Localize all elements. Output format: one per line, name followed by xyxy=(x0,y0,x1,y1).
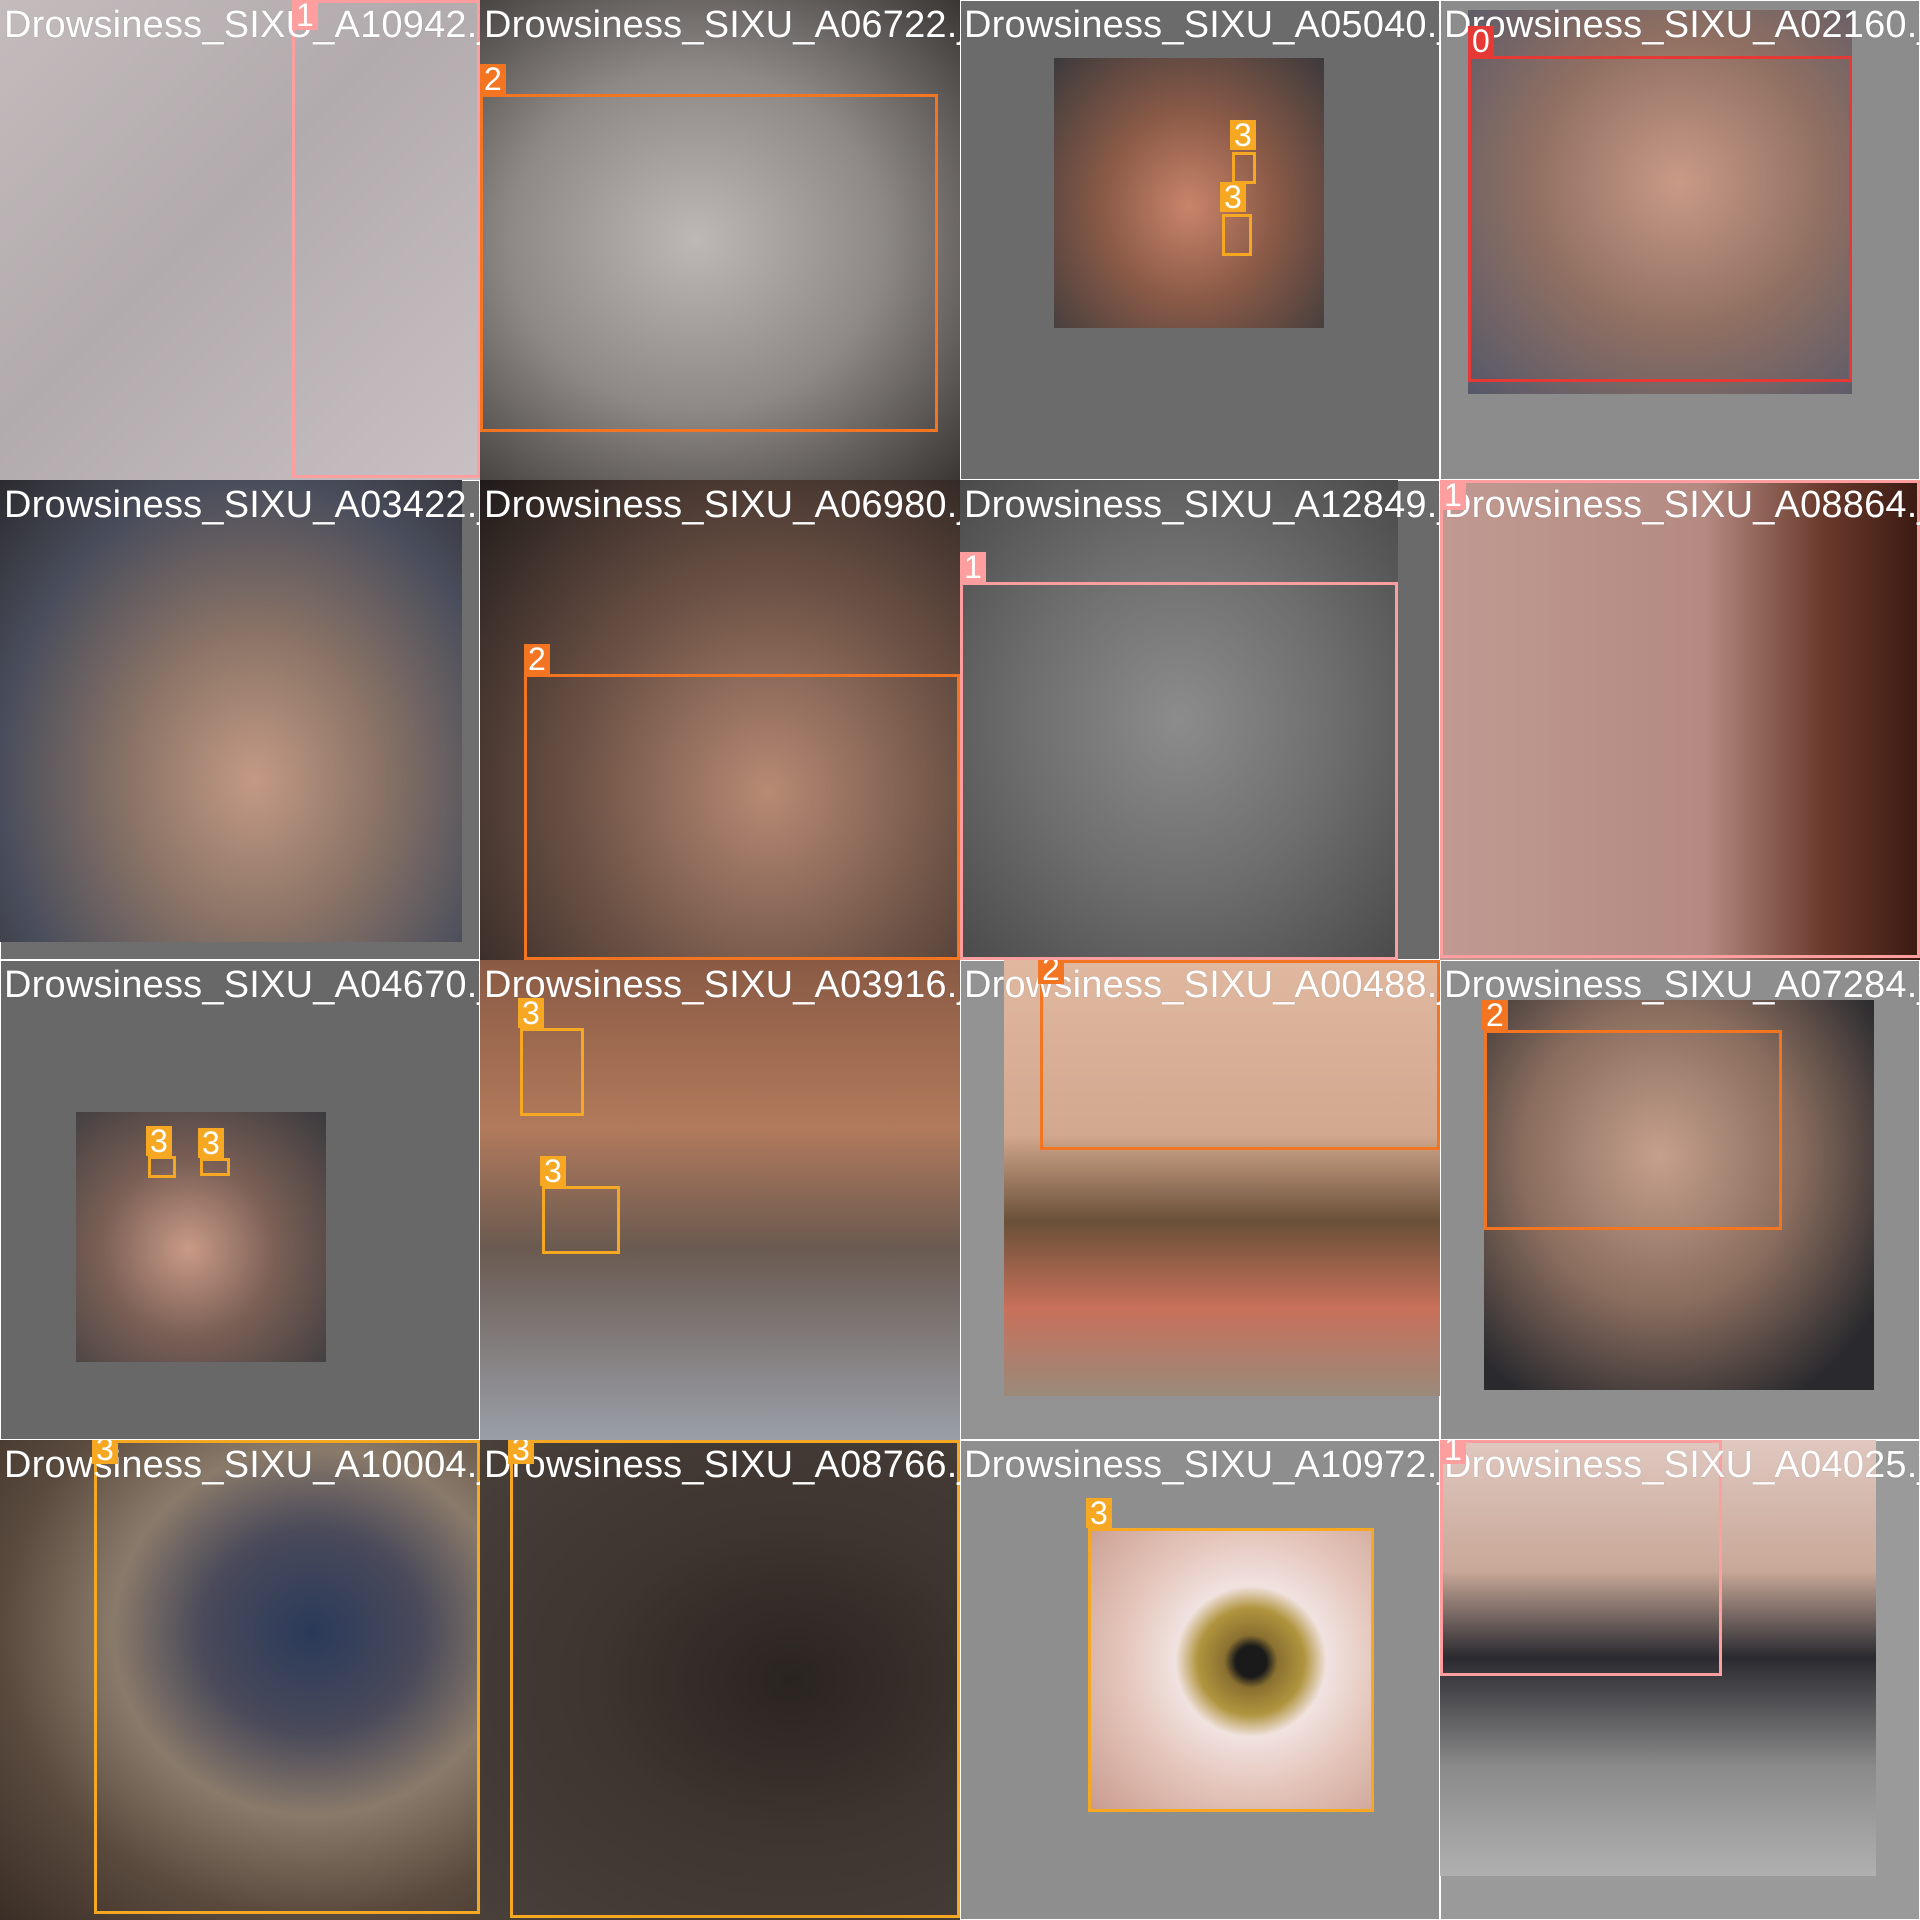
class-label: 3 xyxy=(146,1125,172,1157)
image-tile: 2 Drowsiness_SIXU_A07284.jpg xyxy=(1440,960,1920,1440)
filename-label: Drowsiness_SIXU_A10004.jpg xyxy=(4,1444,480,1486)
filename-label: Drowsiness_SIXU_A04670.jpg xyxy=(4,964,480,1006)
class-label: 3 xyxy=(508,1440,534,1465)
photo xyxy=(0,480,462,942)
filename-label: Drowsiness_SIXU_A06722.jpg xyxy=(484,4,960,46)
filename-label: Drowsiness_SIXU_A00488.jpg xyxy=(964,964,1440,1006)
class-label: 3 xyxy=(1230,119,1256,151)
class-label: 2 xyxy=(1482,999,1508,1031)
image-tile: 2 Drowsiness_SIXU_A06722.jpg xyxy=(480,0,960,480)
photo xyxy=(480,0,960,480)
photo xyxy=(1054,58,1324,328)
photo xyxy=(1440,1440,1876,1876)
class-label: 3 xyxy=(1086,1497,1112,1529)
filename-label: Drowsiness_SIXU_A10972.jpg xyxy=(964,1444,1440,1486)
bounding-box xyxy=(1222,214,1252,256)
filename-label: Drowsiness_SIXU_A04025.jpg xyxy=(1444,1444,1920,1486)
bounding-box xyxy=(510,1440,960,1918)
photo xyxy=(1088,1528,1374,1812)
filename-label: Drowsiness_SIXU_A07284.jpg xyxy=(1444,964,1920,1006)
photo xyxy=(1004,960,1440,1396)
photo xyxy=(0,0,480,480)
image-tile: 2 Drowsiness_SIXU_A06980.jpg xyxy=(480,480,960,960)
image-tile: 2 Drowsiness_SIXU_A00488.jpg xyxy=(960,960,1440,1440)
bounding-box xyxy=(1440,1440,1722,1676)
bounding-box xyxy=(520,1028,584,1116)
image-tile: 3 3 Drowsiness_SIXU_A04670.jpg xyxy=(0,960,480,1440)
class-label: 2 xyxy=(1038,960,1064,985)
bounding-box xyxy=(542,1186,620,1254)
filename-label: Drowsiness_SIXU_A03916.jpg xyxy=(484,964,960,1006)
image-tile: 0 Drowsiness_SIXU_A02160.jpg xyxy=(1440,0,1920,480)
photo xyxy=(480,960,960,1440)
class-label: 0 xyxy=(1468,25,1494,57)
photo xyxy=(1468,10,1852,394)
photo xyxy=(480,480,960,960)
filename-label: Drowsiness_SIXU_A12849.jpg xyxy=(964,484,1440,526)
image-tile: 1 Drowsiness_SIXU_A10942.jpg xyxy=(0,0,480,480)
image-tile: Drowsiness_SIXU_A03422.jpg xyxy=(0,480,480,960)
class-label: 2 xyxy=(524,643,550,675)
class-label: 1 xyxy=(1440,480,1466,511)
bounding-box xyxy=(1040,960,1440,1150)
image-tile: 1 Drowsiness_SIXU_A12849.jpg xyxy=(960,480,1440,960)
filename-label: Drowsiness_SIXU_A05040.jpg xyxy=(964,4,1440,46)
filename-label: Drowsiness_SIXU_A08864.jpg xyxy=(1444,484,1920,526)
image-tile: 3 Drowsiness_SIXU_A10004.jpg xyxy=(0,1440,480,1920)
bounding-box xyxy=(292,0,480,478)
photo xyxy=(1484,1000,1874,1390)
image-tile: 3 Drowsiness_SIXU_A08766.jpg xyxy=(480,1440,960,1920)
class-label: 1 xyxy=(960,551,986,583)
filename-label: Drowsiness_SIXU_A06980.jpg xyxy=(484,484,960,526)
bounding-box xyxy=(1468,56,1852,382)
photo xyxy=(480,1440,960,1920)
bounding-box xyxy=(200,1158,230,1176)
image-tile: 3 3 Drowsiness_SIXU_A03916.jpg xyxy=(480,960,960,1440)
bounding-box xyxy=(1440,480,1920,958)
bounding-box xyxy=(148,1156,176,1178)
image-tile: 1 Drowsiness_SIXU_A04025.jpg xyxy=(1440,1440,1920,1920)
image-tile: 1 Drowsiness_SIXU_A08864.jpg xyxy=(1440,480,1920,960)
bounding-box xyxy=(1484,1030,1782,1230)
bounding-box xyxy=(1088,1528,1374,1812)
filename-label: Drowsiness_SIXU_A03422.jpg xyxy=(4,484,480,526)
class-label: 3 xyxy=(92,1440,118,1465)
class-label: 1 xyxy=(292,0,318,31)
image-tile: 3 Drowsiness_SIXU_A10972.jpg xyxy=(960,1440,1440,1920)
filename-label: Drowsiness_SIXU_A02160.jpg xyxy=(1444,4,1920,46)
class-label: 1 xyxy=(1440,1440,1466,1465)
class-label: 3 xyxy=(518,997,544,1029)
bounding-box xyxy=(94,1440,480,1914)
image-tile: 3 3 Drowsiness_SIXU_A05040.jpg xyxy=(960,0,1440,480)
class-label: 3 xyxy=(1220,181,1246,213)
bounding-box xyxy=(524,674,960,960)
photo xyxy=(0,1440,480,1920)
photo xyxy=(1440,480,1920,960)
class-label: 3 xyxy=(540,1155,566,1187)
bounding-box xyxy=(480,94,938,432)
photo xyxy=(960,480,1398,960)
filename-label: Drowsiness_SIXU_A10942.jpg xyxy=(4,4,480,46)
class-label: 3 xyxy=(198,1127,224,1159)
class-label: 2 xyxy=(480,63,506,95)
filename-label: Drowsiness_SIXU_A08766.jpg xyxy=(484,1444,960,1486)
bounding-box xyxy=(960,582,1398,960)
